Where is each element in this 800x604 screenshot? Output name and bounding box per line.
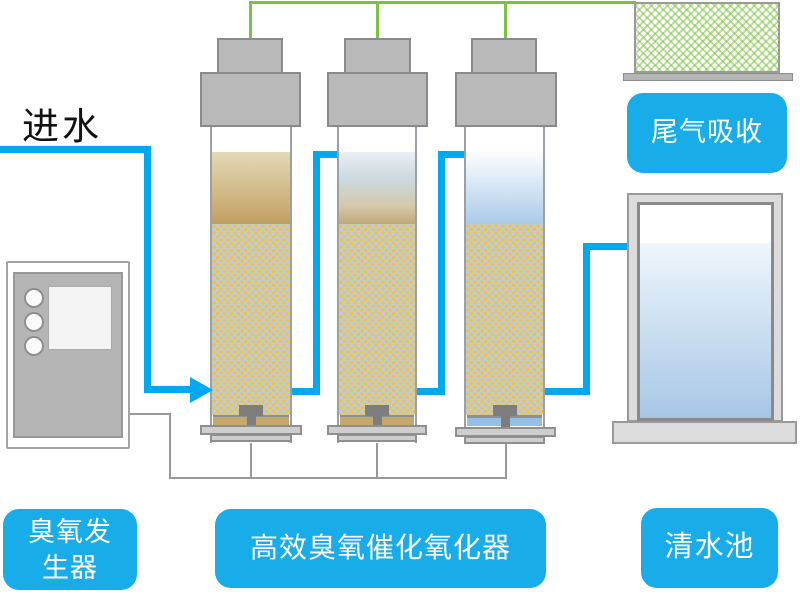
column-cap-upper [217, 38, 283, 74]
pipe-col2-riser [438, 151, 445, 395]
indicator-light-icon [24, 288, 44, 308]
indicator-light-icon [24, 336, 44, 356]
gas-line-column2 [376, 1, 379, 39]
label-clean-water-tank: 清水池 [641, 508, 778, 588]
inlet-pipe-bottom [144, 386, 191, 393]
wire-column2 [376, 441, 378, 479]
catalyst-bed [212, 224, 290, 415]
tank-water [640, 243, 771, 418]
inlet-label: 进水 [22, 106, 102, 147]
inlet-pipe-down [144, 146, 151, 393]
label-ozone-line1: 臭氧发 [28, 516, 112, 547]
gas-line-column1 [249, 1, 252, 39]
column-body [337, 127, 417, 443]
pipe-col1-out [290, 388, 320, 395]
drain-fitting-stem [247, 405, 256, 429]
indicator-light-icon [24, 312, 44, 332]
wire-generator-out [130, 413, 171, 415]
column-cap-upper [344, 38, 411, 74]
gas-line-horizontal [249, 1, 636, 4]
pipe-tank-in [583, 243, 629, 250]
label-ozone-generator: 臭氧发 生器 [3, 509, 137, 590]
gas-line-column3 [504, 1, 507, 39]
flow-arrow-icon [190, 377, 213, 403]
supernatant-liquid [466, 152, 543, 224]
supernatant-liquid [339, 152, 415, 224]
generator-display-screen [48, 286, 112, 350]
flange-narrow [210, 434, 292, 442]
label-ozone-line2: 生器 [42, 552, 98, 583]
pipe-col3-out [543, 388, 590, 395]
wire-column3 [505, 443, 507, 479]
drain-fitting-stem [373, 405, 382, 429]
catalyst-bed [339, 224, 415, 415]
pipe-col3-in [438, 151, 466, 158]
pipe-col2-out [415, 388, 445, 395]
column-cap-upper [471, 38, 537, 74]
column-cap-lower [455, 72, 557, 127]
inlet-pipe-top [0, 146, 151, 153]
drain-fitting-stem [501, 405, 510, 429]
column-cap-lower [327, 72, 428, 127]
column-cap-lower [200, 72, 301, 127]
tail-gas-absorber [634, 2, 780, 73]
label-tail-gas-absorber: 尾气吸收 [627, 93, 787, 173]
pipe-col1-riser [313, 151, 320, 395]
ozone-generator-unit [6, 261, 130, 449]
tank-base [612, 421, 797, 444]
tail-gas-absorber-base [623, 73, 793, 81]
generator-front-panel [13, 272, 123, 438]
supernatant-liquid [212, 152, 290, 224]
column-body [464, 127, 545, 443]
label-oxidizer: 高效臭氧催化氧化器 [215, 509, 546, 588]
pipe-col2-in [313, 151, 340, 158]
flange-narrow [337, 434, 417, 442]
tank-inner-wall [637, 202, 774, 421]
column-body [210, 127, 292, 443]
pipe-tank-riser [583, 243, 590, 395]
wire-generator-down [169, 413, 171, 479]
catalyst-bed [466, 224, 543, 415]
wire-bus [169, 477, 507, 479]
wire-column1 [250, 441, 252, 479]
flange-narrow [464, 436, 545, 444]
